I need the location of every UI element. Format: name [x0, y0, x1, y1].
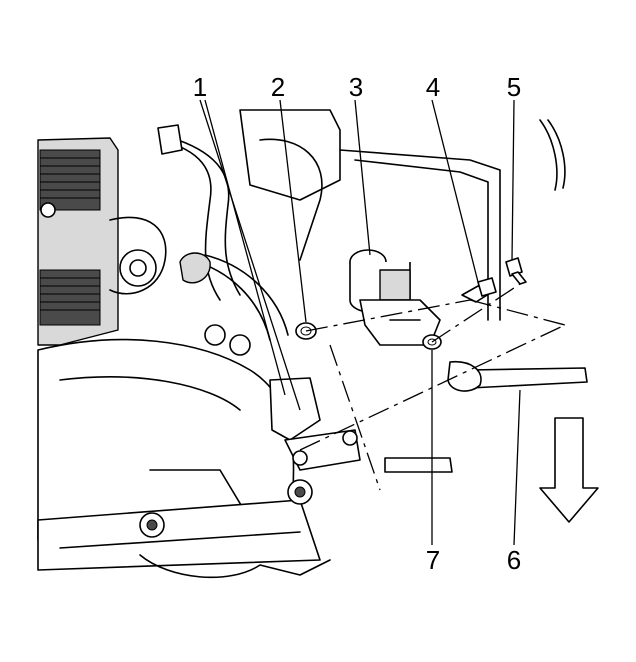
alignment-lines: [299, 283, 566, 491]
callout-1: 1: [192, 72, 208, 102]
valve-component: [349, 249, 441, 346]
engine-block: [37, 137, 167, 346]
pipe-component: [447, 360, 588, 392]
mounting-bracket: [269, 377, 361, 471]
callout-3: 3: [348, 72, 364, 102]
frame-bracket: [339, 119, 566, 321]
hoses: [157, 109, 341, 341]
fitting: [384, 457, 453, 473]
arrow-down-icon: [539, 417, 599, 523]
callout-7: 7: [425, 545, 441, 575]
callout-4: 4: [425, 72, 441, 102]
intake-cover: [37, 324, 331, 579]
bolt-4: [461, 277, 497, 303]
callout-2: 2: [270, 72, 286, 102]
leader-lines: [199, 99, 521, 546]
callout-5: 5: [506, 72, 522, 102]
callout-6: 6: [506, 545, 522, 575]
bolt-5: [505, 257, 527, 285]
